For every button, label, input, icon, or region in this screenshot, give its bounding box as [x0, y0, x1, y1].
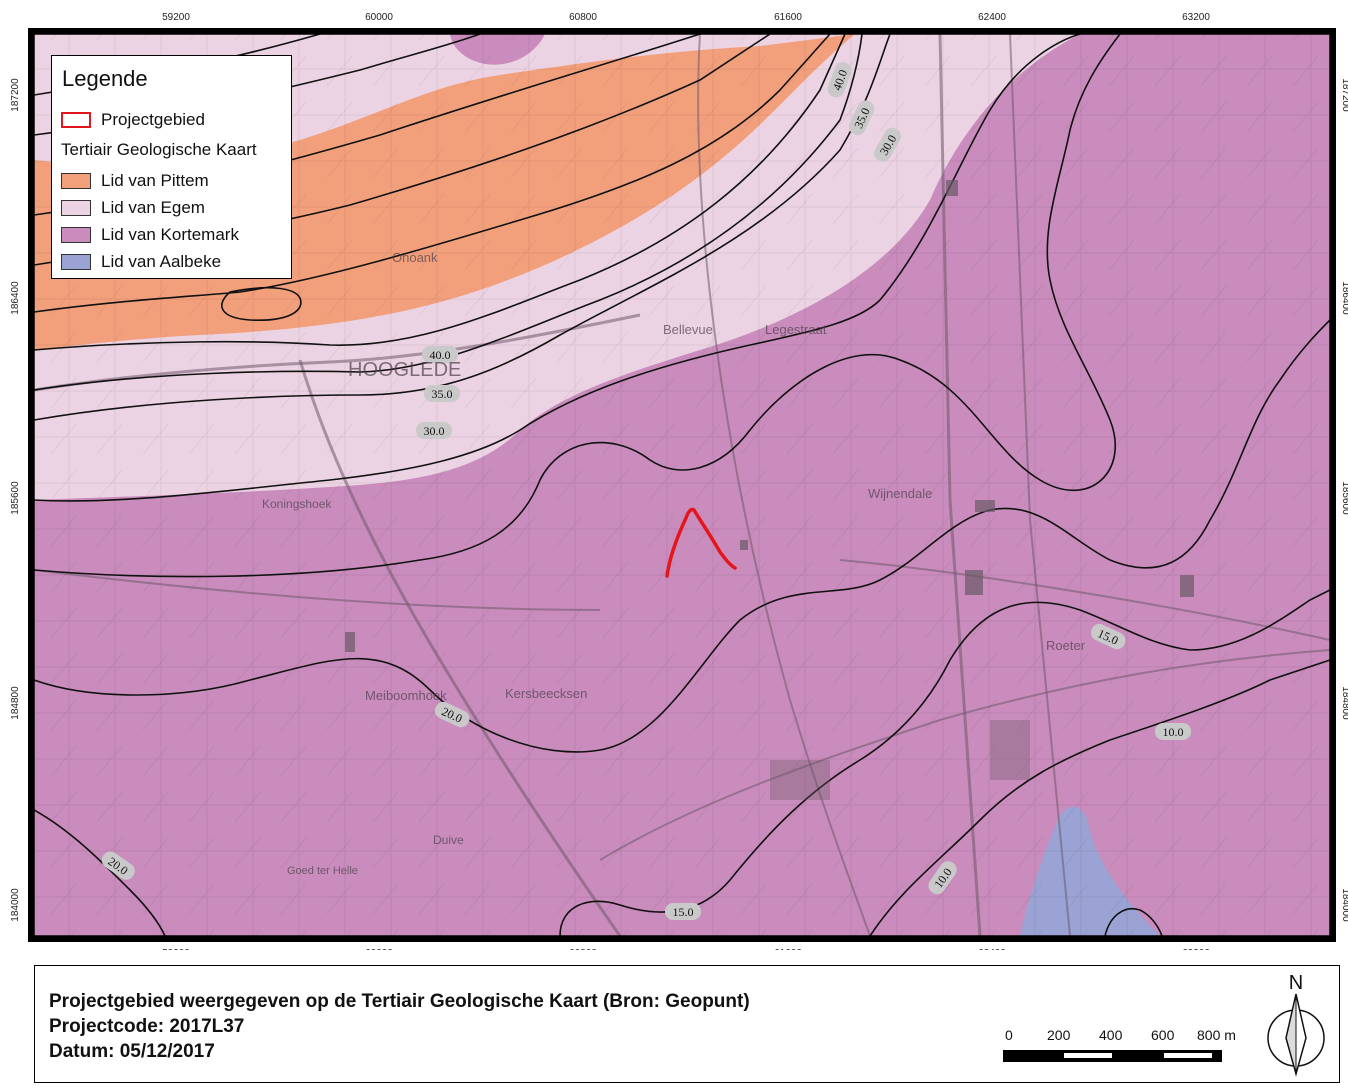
y-tick-right: 186400	[1340, 281, 1348, 315]
contour-label: 35.0	[432, 387, 453, 401]
egem-swatch	[61, 200, 91, 216]
legend-item-egem: Lid van Egem	[61, 198, 205, 218]
x-tick-top: 62400	[978, 12, 1006, 23]
place-name: Duive	[433, 833, 464, 847]
legend: Legende Projectgebied Tertiair Geologisc…	[51, 55, 292, 279]
scale-label: 400	[1099, 1027, 1123, 1043]
x-tick-top: 63200	[1182, 12, 1210, 23]
north-arrow-icon: N	[1267, 972, 1325, 1077]
place-name: Onoank	[392, 250, 438, 265]
kortemark-swatch	[61, 227, 91, 243]
legend-label: Projectgebied	[101, 110, 205, 129]
place-name: Meiboomhoek	[365, 688, 447, 703]
x-tick-bottom: 60000	[365, 948, 393, 950]
place-name: Kersbeecksen	[505, 686, 587, 701]
legend-label: Lid van Egem	[101, 198, 205, 217]
contour-labels: 40.0 35.0 30.0 40.0 35.0 30.0 20.0 20.0 …	[101, 62, 1191, 920]
place-name: HOOGLEDE	[348, 359, 461, 381]
contour-label: 40.0	[830, 68, 850, 93]
legend-item-project: Projectgebied	[61, 110, 205, 130]
y-tick-left: 185600	[10, 481, 21, 515]
scale-label: 600	[1151, 1027, 1175, 1043]
contour-label: 30.0	[424, 424, 445, 438]
contour-label: 40.0	[430, 348, 451, 362]
legend-label: Lid van Aalbeke	[101, 252, 222, 271]
north-label: N	[1289, 972, 1303, 994]
contour-label: 10.0	[1163, 725, 1184, 739]
footer-projectcode: Projectcode: 2017L37	[49, 1016, 245, 1037]
roads	[34, 34, 1330, 936]
project-swatch	[61, 112, 91, 128]
y-tick-right: 185600	[1340, 481, 1348, 515]
legend-label: Lid van Pittem	[101, 171, 209, 190]
x-tick-top: 60000	[365, 12, 393, 23]
footer-date: Datum: 05/12/2017	[49, 1041, 215, 1062]
x-tick-bottom: 60800	[569, 948, 597, 950]
place-name: Wijnendale	[868, 486, 932, 501]
place-name: Bellevue	[663, 322, 713, 337]
aalbeke-swatch	[61, 254, 91, 270]
place-name: Roeter	[1046, 638, 1086, 653]
y-tick-right: 184000	[1340, 888, 1348, 922]
legend-label: Lid van Kortemark	[101, 225, 239, 244]
y-tick-left: 187200	[10, 78, 21, 112]
y-tick-left: 186400	[10, 281, 21, 315]
x-tick-top: 60800	[569, 12, 597, 23]
place-name: Goed ter Helle	[287, 865, 358, 877]
legend-subtitle: Tertiair Geologische Kaart	[61, 140, 257, 159]
legend-item-aalbeke: Lid van Aalbeke	[61, 252, 221, 272]
x-tick-bottom: 63200	[1182, 948, 1210, 950]
buildings	[345, 180, 1194, 800]
contour-label: 15.0	[673, 905, 694, 919]
grid-labels: 59200 60000 60800 61600 62400 63200 5920…	[10, 12, 1348, 950]
legend-item-kortemark: Lid van Kortemark	[61, 225, 239, 245]
x-tick-bottom: 61600	[774, 948, 802, 950]
x-tick-top: 61600	[774, 12, 802, 23]
north-arrow: N	[1255, 970, 1337, 1078]
frame-ticks	[28, 28, 1336, 942]
scale-label: 0	[1005, 1027, 1013, 1043]
x-tick-top: 59200	[162, 12, 190, 23]
x-tick-bottom: 59200	[162, 948, 190, 950]
scale-label: 200	[1047, 1027, 1071, 1043]
footer-title: Projectgebied weergegeven op de Tertiair…	[49, 991, 750, 1012]
footer-panel: Projectgebied weergegeven op de Tertiair…	[34, 965, 1340, 1083]
scale-label: 800 m	[1197, 1027, 1236, 1043]
place-name: Legestraat	[765, 322, 827, 337]
place-names: Onoank HOOGLEDE Bellevue Legestraat Koni…	[262, 250, 1086, 877]
legend-title: Legende	[62, 66, 148, 91]
y-tick-left: 184800	[10, 686, 21, 720]
scalebar: 0 200 400 600 800 m	[995, 991, 1285, 1062]
x-tick-bottom: 62400	[978, 948, 1006, 950]
y-tick-right: 187200	[1340, 78, 1348, 112]
scalebar-graphic	[1003, 1050, 1222, 1062]
legend-item-pittem: Lid van Pittem	[61, 171, 209, 191]
y-tick-left: 184000	[10, 888, 21, 922]
pittem-swatch	[61, 173, 91, 189]
place-name: Koningshoek	[262, 497, 332, 511]
project-area[interactable]	[665, 507, 737, 578]
y-tick-right: 184800	[1340, 686, 1348, 720]
